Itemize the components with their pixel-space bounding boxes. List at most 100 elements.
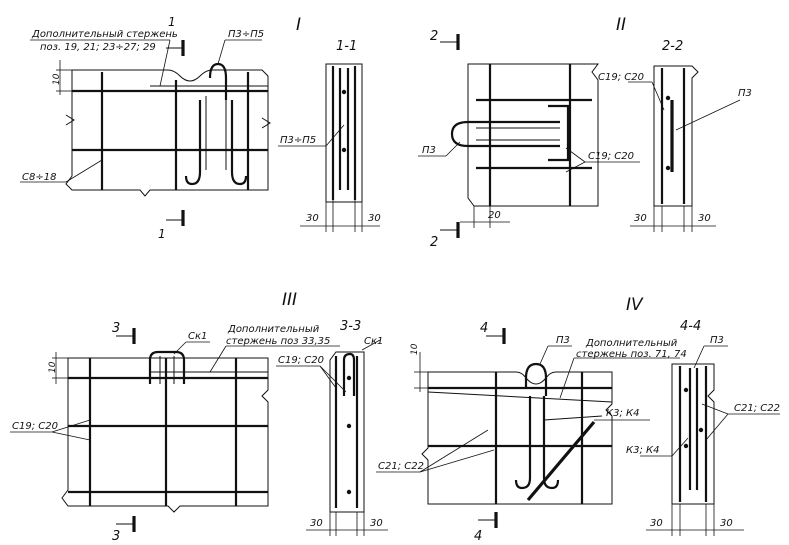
- view-ii-right-leader: [565, 147, 586, 163]
- view-iii-note-line1: Дополнительный: [227, 324, 320, 335]
- view-i-hook: [230, 100, 248, 186]
- section-1-1-loop: [338, 68, 350, 190]
- section-3-3: 3-3 С19; С20 Ск1 30 30: [276, 319, 388, 536]
- view-ii-title: II: [616, 15, 626, 35]
- section-4-4-loop-leader: [693, 345, 705, 369]
- section-4-4-dim-left: 30: [650, 518, 663, 529]
- section-1-1-rod: [341, 89, 347, 95]
- section-4-4-title: 4-4: [680, 319, 701, 334]
- view-i-dim-top: 10: [52, 73, 62, 85]
- view-iv-dim-top: 10: [410, 343, 420, 355]
- section-4-4-mesh-label: С21; С22: [734, 403, 780, 414]
- view-iii-note-leader: [209, 345, 227, 373]
- view-iii-title: III: [282, 290, 297, 310]
- view-i-cut-mark-top: 1: [168, 15, 176, 29]
- view-iv-k-label: К3; К4: [606, 408, 639, 419]
- section-2-2-title: 2-2: [662, 39, 683, 54]
- view-iv: IV Дополнительный стержень поз. 71, 74 П…: [376, 295, 687, 544]
- view-i-bar-label: С8÷18: [22, 172, 56, 183]
- section-1-1-dim-left: 30: [306, 213, 319, 224]
- view-i-loop: [208, 62, 228, 100]
- view-iv-left-leader: [419, 449, 495, 473]
- view-iv-left-leader: [419, 429, 489, 473]
- view-i-note-line1: Дополнительный стержень: [31, 29, 178, 40]
- section-4-4-k-label: К3; К4: [626, 445, 659, 456]
- section-2-2-loop-label: П3: [738, 88, 752, 99]
- view-iv-k-bar: [543, 415, 603, 421]
- view-ii-panel-outline: [467, 63, 599, 207]
- view-i-loop-label: П3÷П5: [228, 29, 264, 40]
- section-3-3-rod: [346, 423, 352, 429]
- section-3-3-dim-left: 30: [310, 518, 323, 529]
- section-2-2-dim-left: 30: [634, 213, 647, 224]
- view-ii-loop: [548, 104, 570, 162]
- view-i-break-mark: [65, 114, 75, 126]
- section-2-2-mesh-leader: [651, 81, 665, 111]
- view-i-hook: [184, 100, 202, 186]
- section-2-2: 2-2 С19; С20 П3 30 30: [598, 39, 752, 232]
- view-i-cut-mark-bottom: 1: [158, 227, 166, 241]
- section-4-4-mesh-leader: [705, 413, 729, 441]
- view-ii-cut-mark-top: 2: [430, 29, 438, 44]
- view-iii: III Ск1 Дополнительный стержень поз 33,3…: [10, 290, 340, 544]
- section-1-1-side-label: П3÷П5: [280, 135, 316, 146]
- view-iv-k-bar: [526, 420, 596, 502]
- section-4-4-dim-right: 30: [720, 518, 733, 529]
- section-2-2-mesh-label: С19; С20: [598, 72, 644, 83]
- section-1-1-dim-right: 30: [368, 213, 381, 224]
- section-4-4: 4-4 П3 С21; С22 К3; К4 30 30: [626, 319, 780, 536]
- view-iv-note-line2: стержень поз. 71, 74: [576, 349, 687, 360]
- section-1-1-leader: [325, 124, 345, 147]
- section-2-2-rod: [665, 95, 671, 101]
- view-i-panel-outline: [65, 69, 269, 197]
- view-ii: II П3 С19; С20 20 2 2: [418, 15, 640, 250]
- view-ii-right-leader: [565, 161, 586, 173]
- section-2-2-dim-right: 30: [698, 213, 711, 224]
- section-2-2-loop-leader: [675, 99, 741, 131]
- section-1-1-outline: [325, 63, 363, 203]
- view-iii-dim-top: 10: [48, 361, 58, 373]
- section-2-2-outline: [653, 65, 699, 207]
- view-iii-ck-leader: [173, 341, 187, 355]
- section-3-3-mesh-label: С19; С20: [278, 355, 324, 366]
- view-i-note-leader: [159, 39, 171, 87]
- section-3-3-ck-leader: [361, 339, 381, 351]
- view-iv-note-line1: Дополнительный: [585, 338, 678, 349]
- section-4-4-rod: [683, 387, 689, 393]
- section-4-4-rod: [698, 427, 704, 433]
- view-iii-panel-outline: [61, 357, 269, 513]
- view-iv-loop: [524, 362, 548, 396]
- view-ii-cut-mark-bottom: 2: [430, 235, 438, 250]
- section-3-3-mesh-leader: [319, 365, 337, 389]
- section-3-3-mesh-leader: [319, 365, 347, 393]
- view-iv-title: IV: [626, 295, 644, 315]
- section-3-3-ck-label: Ск1: [364, 336, 383, 347]
- section-4-4-mesh-leader: [701, 403, 729, 415]
- view-iv-left-label: С21; С22: [378, 461, 424, 472]
- view-ii-loop-label: П3: [422, 145, 436, 156]
- section-3-3-rod: [346, 489, 352, 495]
- view-i-note-line2: поз. 19, 21; 23÷27; 29: [40, 42, 156, 53]
- view-iv-loop-label: П3: [556, 335, 570, 346]
- view-iii-left-leader: [51, 431, 91, 441]
- section-1-1: 1-1 П3÷П5 30 30: [278, 39, 381, 232]
- view-i-loop-leader: [217, 39, 226, 65]
- section-3-3-rod: [346, 375, 352, 381]
- view-iv-hook: [514, 396, 532, 490]
- view-i: I Дополнительный стержень поз. 19, 21; 2…: [20, 15, 301, 241]
- view-iii-left-leader: [51, 419, 91, 433]
- view-ii-loop: [450, 120, 560, 148]
- view-i-title: I: [296, 15, 301, 35]
- view-iii-note-line2: стержень поз 33,35: [226, 336, 330, 347]
- view-iii-cut-mark-bottom: 3: [112, 529, 120, 544]
- view-iii-cut-mark-top: 3: [112, 321, 120, 336]
- view-iii-clip: [148, 350, 186, 384]
- view-iv-additional-bar: [427, 391, 613, 403]
- section-4-4-rod: [683, 443, 689, 449]
- section-4-4-loop-label: П3: [710, 335, 724, 346]
- view-i-bar-leader: [65, 159, 103, 183]
- view-iii-ck-label: Ск1: [188, 331, 207, 342]
- view-ii-loop-leader: [445, 141, 461, 157]
- section-3-3-title: 3-3: [340, 319, 361, 334]
